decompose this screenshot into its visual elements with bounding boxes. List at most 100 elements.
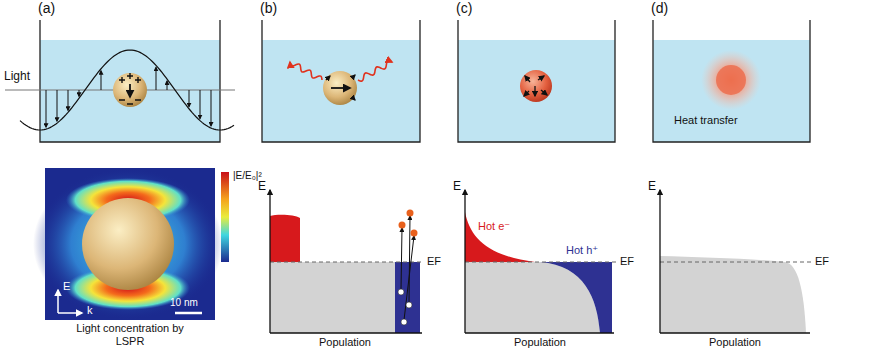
colorbar-label: |E/E₀|² — [233, 170, 262, 182]
field-map — [33, 168, 229, 320]
axis-label: Population — [514, 336, 566, 349]
caption: Light concentration by LSPR — [65, 322, 195, 347]
line-shape — [465, 262, 616, 263]
circle-shape — [411, 230, 418, 237]
circle-shape — [401, 319, 407, 325]
fermi-level: EF — [427, 255, 441, 268]
line-shape — [270, 262, 424, 263]
circle-shape — [399, 222, 406, 229]
rect-shape — [270, 262, 395, 333]
axis-label: E — [63, 280, 70, 293]
emitted-light — [358, 61, 392, 81]
circle-shape — [406, 302, 412, 308]
line-shape — [409, 216, 410, 303]
field-arrow — [156, 67, 157, 90]
line-shape — [270, 332, 422, 333]
distribution-d — [660, 190, 812, 333]
beaker — [40, 20, 220, 142]
colorbar — [221, 172, 229, 262]
field-arrow — [46, 90, 47, 127]
light-wave — [20, 50, 234, 130]
light-label: Light — [4, 70, 30, 84]
line-shape — [465, 332, 614, 333]
water — [458, 40, 615, 142]
charge-signs — [119, 73, 141, 104]
scatter-arrows — [326, 75, 355, 100]
field-arrow — [68, 90, 69, 110]
circle-shape — [407, 210, 414, 217]
path-shape — [465, 212, 535, 262]
ellipse-shape — [33, 168, 223, 320]
line-shape — [525, 76, 530, 82]
beaker — [653, 20, 810, 142]
line-shape — [660, 262, 812, 263]
path-shape — [270, 215, 300, 262]
panel-letter: (d) — [651, 0, 668, 16]
panel-letter: (b) — [260, 0, 277, 16]
line-shape — [659, 190, 660, 333]
field-arrow — [57, 90, 58, 121]
dipole-arrow — [129, 84, 131, 97]
field-arrow — [189, 90, 190, 107]
circle-shape — [398, 289, 404, 295]
path-shape — [119, 100, 141, 104]
emitted-light — [290, 62, 322, 80]
scale-bar — [175, 312, 202, 315]
field-axis — [57, 290, 59, 313]
carrier-arrows — [524, 76, 547, 96]
beaker — [262, 20, 420, 142]
line-shape — [660, 332, 810, 333]
axis-label: k — [87, 304, 93, 317]
line-shape — [326, 76, 330, 80]
hot-hole-label: Hot h⁺ — [566, 244, 598, 257]
water — [262, 40, 420, 142]
axis-label: Population — [709, 336, 761, 349]
dipole-arrow — [331, 87, 350, 89]
field-arrow — [211, 90, 212, 126]
path-shape — [660, 256, 806, 333]
scale-label: 10 nm — [170, 297, 198, 309]
hot-nanoparticle — [520, 70, 552, 102]
fermi-level: EF — [815, 255, 829, 268]
wave-curve — [20, 50, 234, 130]
heat-glow — [701, 50, 761, 110]
axis-label: E — [258, 180, 266, 194]
field-arrow — [167, 81, 168, 90]
panel-letter: (c) — [456, 0, 472, 16]
nanoparticle — [323, 71, 357, 105]
line-shape — [524, 91, 529, 96]
line-shape — [538, 76, 544, 80]
g-shape — [40, 20, 810, 142]
hot-nanoparticle — [716, 65, 746, 95]
path-shape — [119, 73, 141, 83]
axis-label: E — [453, 180, 461, 194]
beaker — [458, 20, 615, 142]
nanoparticle — [113, 73, 147, 107]
g-shape — [399, 210, 418, 237]
radiation — [290, 61, 392, 81]
field-arrow — [200, 90, 201, 119]
water — [653, 40, 810, 142]
circle-shape — [82, 198, 174, 290]
fermi-level: EF — [620, 255, 634, 268]
line-shape — [401, 228, 402, 290]
distribution-b — [270, 190, 424, 333]
line-shape — [269, 190, 270, 333]
line-shape — [404, 236, 414, 320]
axis-label: Population — [319, 336, 371, 349]
hot-electron-label: Hot e⁻ — [478, 220, 510, 233]
axis-label: E — [648, 180, 656, 194]
water — [40, 40, 220, 142]
beakers — [40, 20, 810, 142]
line-shape — [352, 75, 355, 78]
panel-letter: (a) — [38, 0, 55, 16]
field-arrow — [101, 71, 102, 90]
field-arrow — [79, 90, 80, 96]
line-shape — [464, 190, 465, 333]
rect-shape — [395, 262, 420, 333]
line-shape — [352, 97, 355, 100]
path-shape — [540, 262, 612, 333]
heat-label: Heat transfer — [674, 114, 738, 127]
distribution-c — [465, 190, 616, 333]
